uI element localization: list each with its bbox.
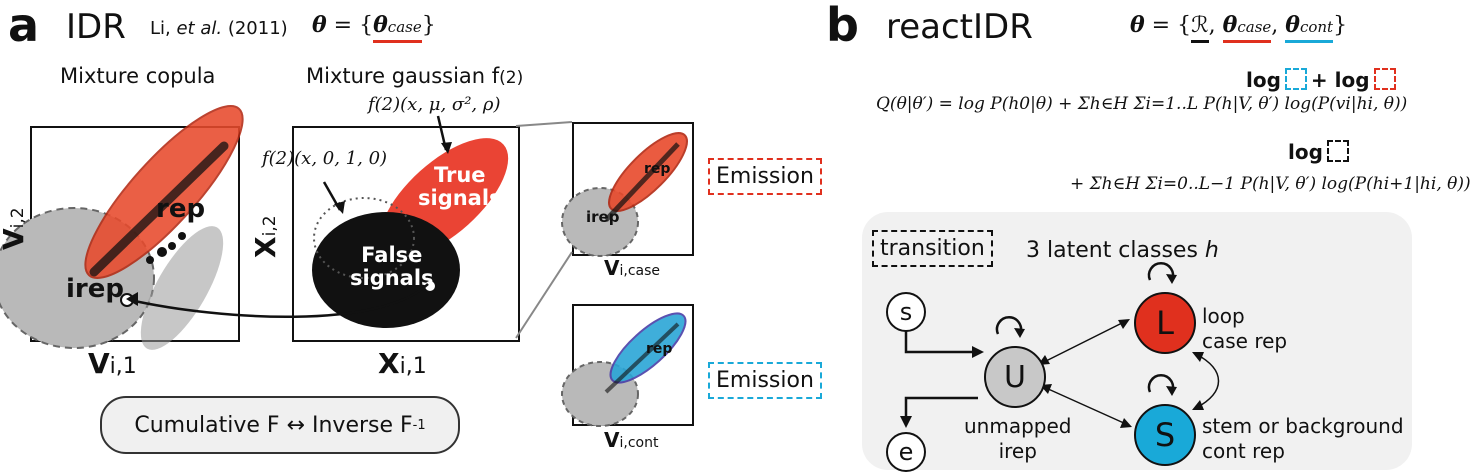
panel-a-letter: a <box>8 0 40 52</box>
start-node: s <box>886 292 926 332</box>
inset-case-rep: rep <box>644 161 671 177</box>
f-true-formula: f(2)(x, μ, σ², ρ) <box>368 94 501 115</box>
panel-a-title: IDR <box>66 7 126 47</box>
q-formula-line2: + Σh∈H Σi=0..L−1 P(h|V, θ′) log(P(hi+1|h… <box>1070 174 1471 194</box>
loop-node: L <box>1134 292 1196 354</box>
inset-case-xlabel: Vi,case <box>604 256 661 280</box>
transition-tag: transition <box>872 230 993 267</box>
inset-case-plot: rep irep <box>561 122 694 257</box>
log-transition-label: log <box>1288 140 1353 162</box>
stem-node: S <box>1134 404 1196 466</box>
gauss-xlabel: Xi,1 <box>378 347 427 380</box>
emission-blue-tag: Emission <box>708 362 822 399</box>
citation: Li, et al. (2011) <box>150 18 288 39</box>
irep-label: irep <box>66 274 124 304</box>
inset-cont-plot: rep <box>561 304 694 427</box>
panel-b-letter: b <box>826 0 859 52</box>
gaussian-title: Mixture gaussian f(2) <box>306 64 524 88</box>
f-false-formula: f(2)(x, 0, 1, 0) <box>262 148 388 169</box>
latent-classes-label: 3 latent classes h <box>1026 238 1219 263</box>
rep-label: rep <box>156 194 206 224</box>
inset-cont-rep: rep <box>646 341 673 357</box>
end-node: e <box>886 432 926 472</box>
rep-cluster <box>84 105 244 279</box>
inset-cont-xlabel: Vi,cont <box>604 428 659 452</box>
inset-case-irep: irep <box>586 208 620 226</box>
transform-pill: Cumulative F ↔ Inverse F-1 <box>100 396 460 454</box>
q-formula-line1: Q(θ|θ′) = log P(h0|θ) + Σh∈H Σi=1..L P(h… <box>876 94 1408 114</box>
panel-b-theta: θ = {ℛ, θcase, θcont} <box>1130 12 1347 43</box>
rep-scatter-band <box>89 141 229 277</box>
inset-cont-rep-cluster <box>609 312 687 384</box>
panel-a-theta: θ = {θcase} <box>312 12 436 43</box>
gauss-ylabel: Xi,2 <box>249 215 282 258</box>
copula-plot: rep irep <box>0 105 244 350</box>
copula-xlabel: Vi,1 <box>88 347 137 380</box>
copula-title: Mixture copula <box>60 64 216 88</box>
unmapped-node: U <box>984 346 1046 408</box>
emission-red-tag: Emission <box>708 158 822 195</box>
log-emission-labels: log+ log <box>1246 68 1400 90</box>
copula-ylabel: Vi,2 <box>0 207 30 250</box>
panel-b-title: reactIDR <box>886 7 1033 47</box>
